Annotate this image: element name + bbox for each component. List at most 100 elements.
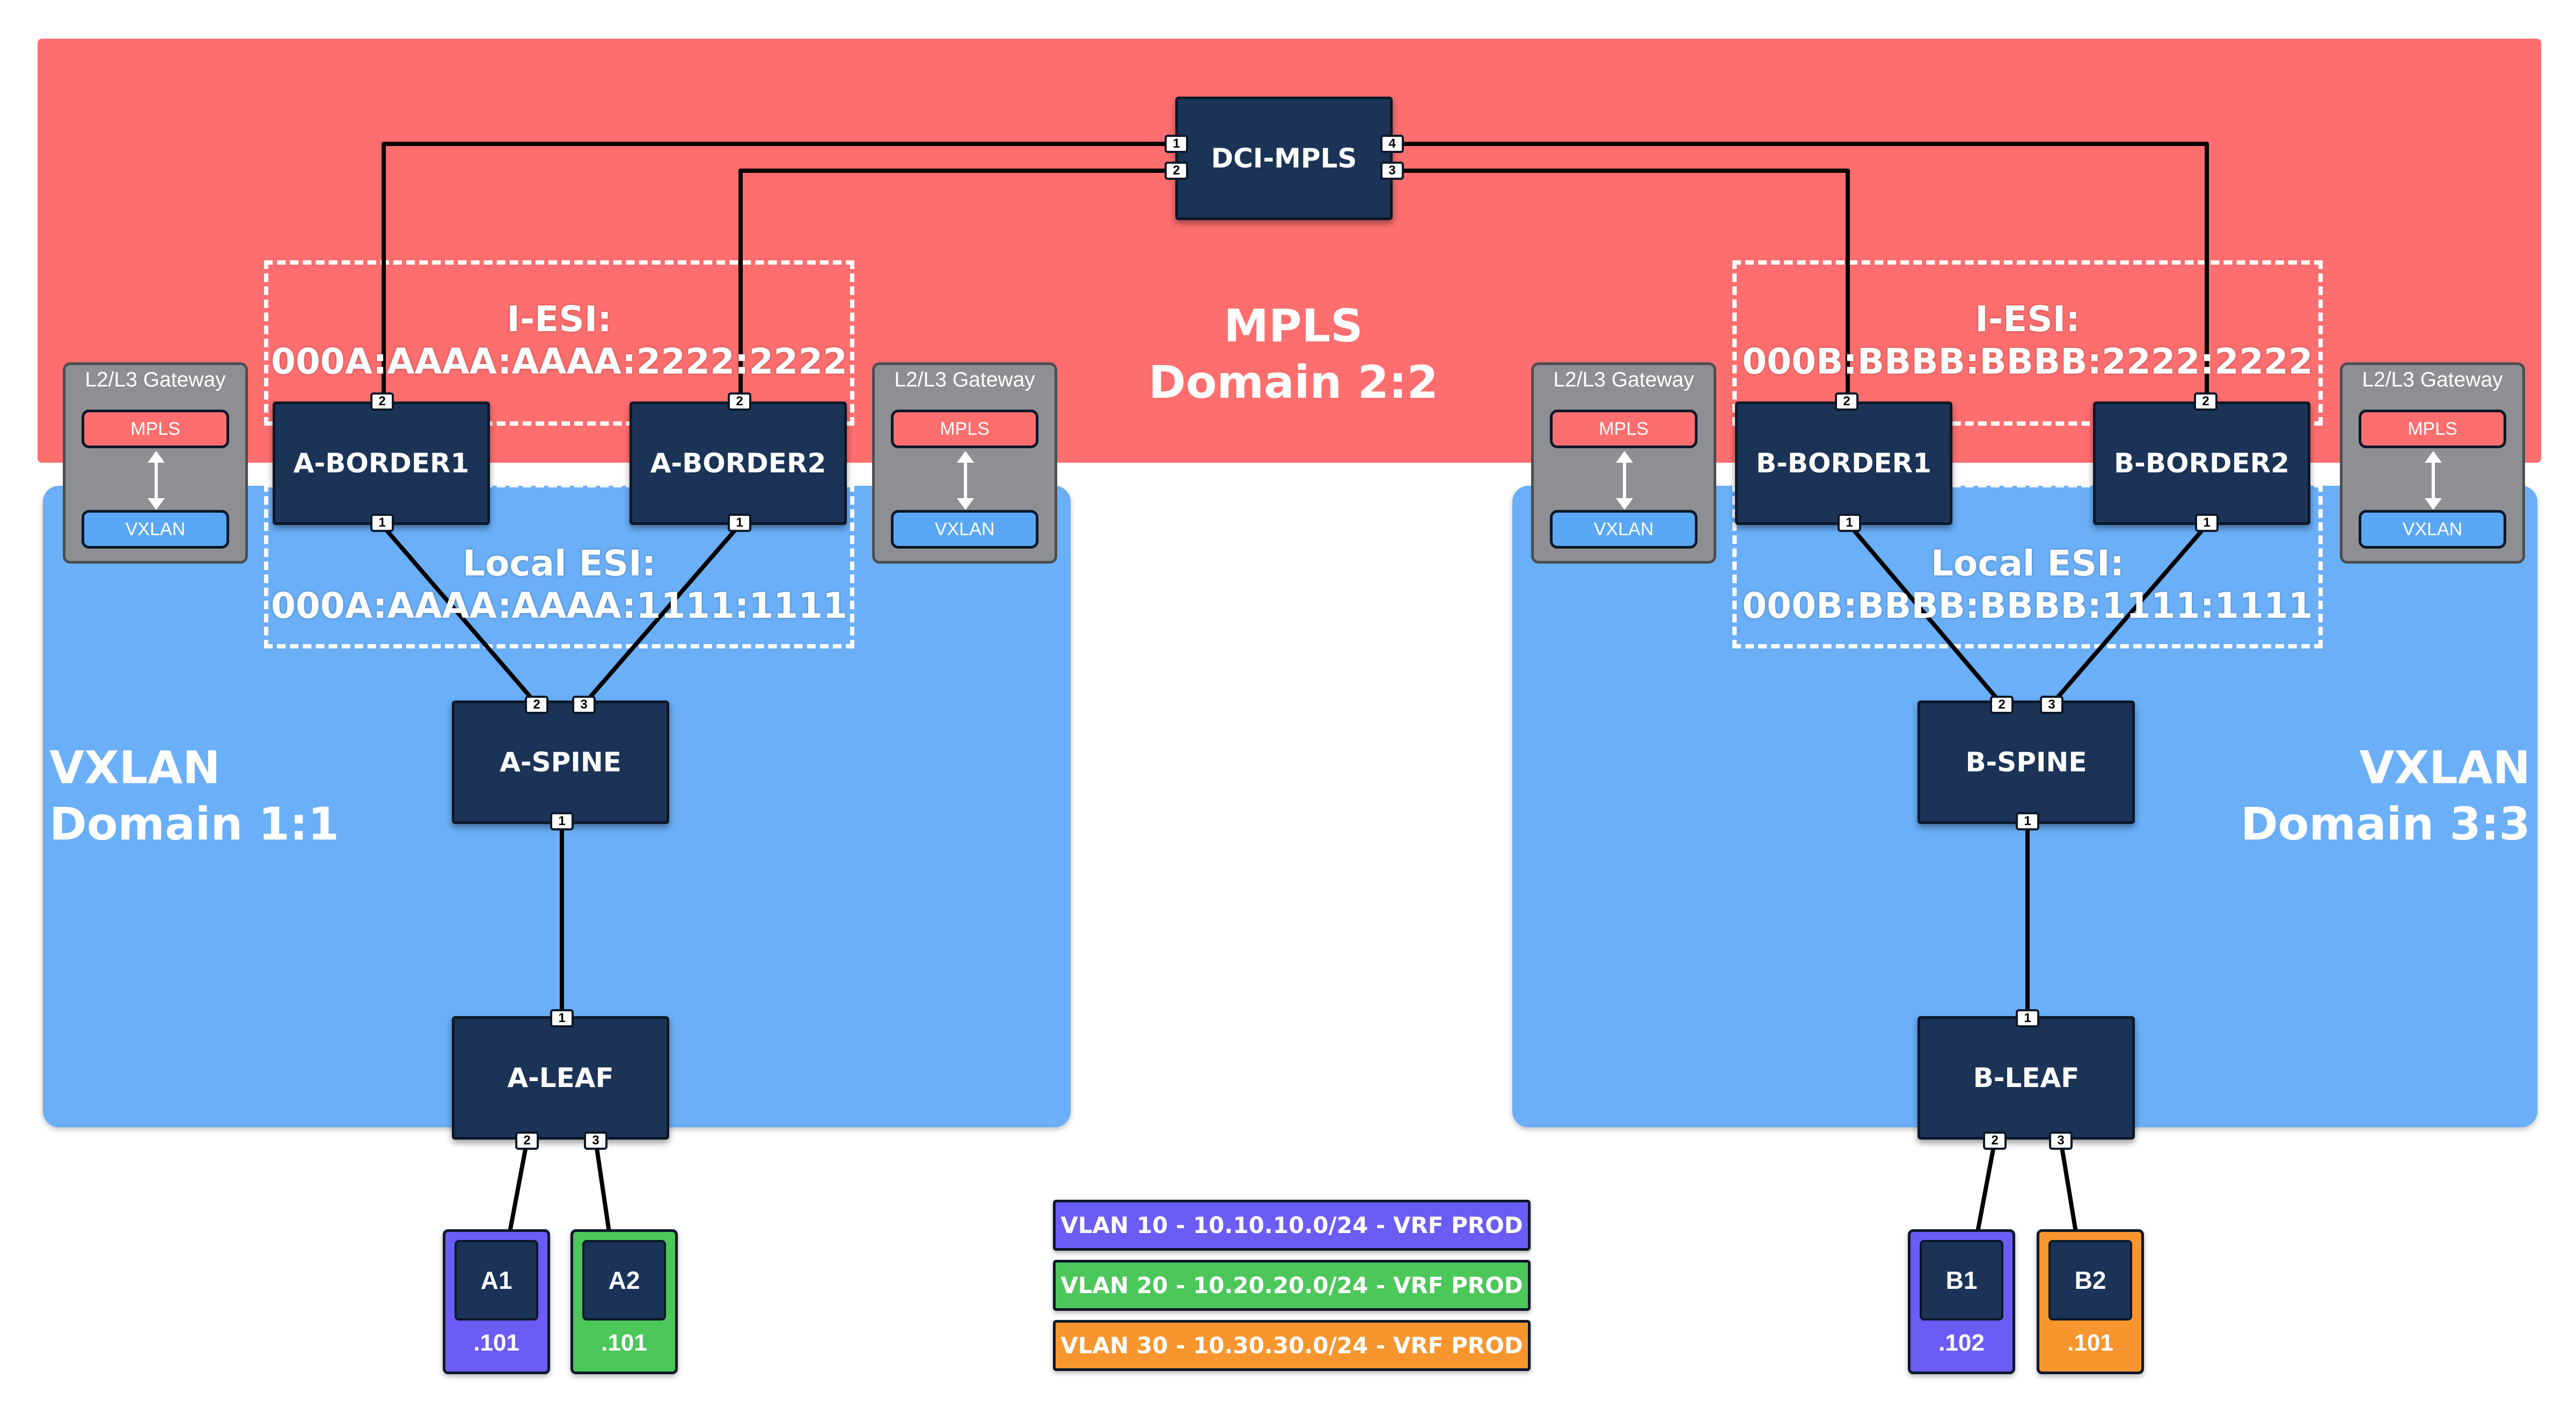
gateway-vxlan-pill: VXLAN xyxy=(2359,510,2506,549)
host-a2-ip: .101 xyxy=(601,1330,647,1356)
dci-port-4: 4 xyxy=(1380,135,1404,153)
a-local-esi-value: 000A:AAAA:AAAA:1111:1111 xyxy=(270,585,848,627)
link-b-leaf-b1 xyxy=(1975,1140,1997,1232)
host-b1[interactable]: B1 .102 xyxy=(1908,1229,2015,1374)
vxlan-b-domain-label: VXLAN Domain 3:3 xyxy=(2147,740,2530,852)
gateway-title: L2/L3 Gateway xyxy=(85,368,226,391)
b-iesi-label: I-ESI: xyxy=(1975,298,2080,340)
b-border1-port-down: 1 xyxy=(1838,514,1861,532)
gateway-title: L2/L3 Gateway xyxy=(1553,368,1694,391)
link-a-leaf-a2 xyxy=(594,1140,611,1232)
b-border2-port-up: 2 xyxy=(2194,392,2218,411)
host-b2-ip: .101 xyxy=(2067,1330,2113,1356)
mpls-domain-line2: Domain 2:2 xyxy=(1148,356,1438,408)
link-a-leaf-a1 xyxy=(508,1140,529,1232)
gateway-title: L2/L3 Gateway xyxy=(894,368,1035,391)
b-spine-port-2: 2 xyxy=(1990,696,2014,714)
link-b-leaf-b2 xyxy=(2059,1140,2078,1232)
b-local-esi-label: Local ESI: xyxy=(1930,543,2125,584)
b-leaf-node[interactable]: B-LEAF xyxy=(1918,1016,2135,1140)
a-iesi-text: I-ESI: 000A:AAAA:AAAA:2222:2222 xyxy=(264,298,854,383)
host-b1-name: B1 xyxy=(1920,1240,2003,1321)
double-arrow-icon xyxy=(957,451,974,510)
double-arrow-icon xyxy=(1616,451,1633,510)
b-local-esi-text: Local ESI: 000B:BBBB:BBBB:1111:1111 xyxy=(1732,542,2323,627)
b-leaf-port-1: 1 xyxy=(2016,1009,2039,1027)
vxlan-a-line1: VXLAN xyxy=(49,741,221,794)
a-border1-node[interactable]: A-BORDER1 xyxy=(273,402,490,525)
host-a1[interactable]: A1 .101 xyxy=(443,1229,550,1374)
host-b2-name: B2 xyxy=(2048,1240,2132,1321)
gateway-mpls-pill: MPLS xyxy=(891,410,1038,448)
gateway-vxlan-pill: VXLAN xyxy=(891,510,1038,549)
a-spine-port-3: 3 xyxy=(572,696,596,714)
gateway-mpls-pill: MPLS xyxy=(82,410,229,448)
b-border1-node[interactable]: B-BORDER1 xyxy=(1735,402,1952,525)
dci-mpls-node[interactable]: DCI-MPLS xyxy=(1175,97,1393,220)
a-border2-node[interactable]: A-BORDER2 xyxy=(630,402,847,525)
host-a1-name: A1 xyxy=(455,1240,538,1321)
link-dci-p3-b-border1 xyxy=(1391,169,1850,404)
a-iesi-value: 000A:AAAA:AAAA:2222:2222 xyxy=(270,341,848,383)
b-border2-node[interactable]: B-BORDER2 xyxy=(2093,402,2310,525)
a-spine-node[interactable]: A-SPINE xyxy=(452,701,669,824)
gateway-vxlan-pill: VXLAN xyxy=(1550,510,1697,549)
vlan-20-legend: VLAN 20 - 10.20.20.0/24 - VRF PROD xyxy=(1053,1260,1531,1311)
mpls-domain-label: MPLS Domain 2:2 xyxy=(1106,298,1481,411)
host-a2-name: A2 xyxy=(582,1240,666,1321)
link-a-border1-a-spine xyxy=(380,523,539,706)
b-leaf-port-2: 2 xyxy=(1983,1132,2007,1150)
dci-port-3: 3 xyxy=(1380,162,1404,180)
gateway-vxlan-pill: VXLAN xyxy=(82,510,229,549)
gateway-box-3: L2/L3 Gateway MPLS VXLAN xyxy=(1531,362,1716,564)
mpls-domain-line1: MPLS xyxy=(1224,300,1363,352)
link-dci-p4-b-border2 xyxy=(1391,142,2209,404)
gateway-box-1: L2/L3 Gateway MPLS VXLAN xyxy=(63,362,248,564)
a-border1-port-down: 1 xyxy=(370,514,394,532)
link-a-border2-a-spine xyxy=(582,523,742,706)
dci-port-1: 1 xyxy=(1165,135,1188,153)
dci-port-2: 2 xyxy=(1165,162,1188,180)
a-local-esi-box xyxy=(264,483,854,648)
b-border1-port-up: 2 xyxy=(1835,392,1858,411)
host-b2[interactable]: B2 .101 xyxy=(2037,1229,2144,1374)
b-local-esi-box xyxy=(1732,483,2323,648)
vxlan-a-line2: Domain 1:1 xyxy=(49,798,339,850)
a-border2-port-up: 2 xyxy=(728,392,751,411)
b-border2-port-down: 1 xyxy=(2195,514,2219,532)
a-local-esi-label: Local ESI: xyxy=(462,543,656,584)
vxlan-b-line2: Domain 3:3 xyxy=(2241,798,2530,850)
double-arrow-icon xyxy=(148,451,165,510)
link-dci-p1-a-border1 xyxy=(382,142,1176,404)
gateway-box-2: L2/L3 Gateway MPLS VXLAN xyxy=(872,362,1057,564)
vxlan-a-domain-label: VXLAN Domain 1:1 xyxy=(49,740,339,852)
a-iesi-box xyxy=(264,260,854,426)
a-spine-port-2: 2 xyxy=(525,696,548,714)
a-iesi-label: I-ESI: xyxy=(507,298,612,340)
a-spine-port-1: 1 xyxy=(550,812,574,830)
a-leaf-port-3: 3 xyxy=(584,1132,608,1150)
host-b1-ip: .102 xyxy=(1938,1330,1985,1356)
a-local-esi-text: Local ESI: 000A:AAAA:AAAA:1111:1111 xyxy=(264,542,854,627)
b-iesi-box xyxy=(1732,260,2323,426)
host-a2[interactable]: A2 .101 xyxy=(570,1229,678,1374)
a-leaf-node[interactable]: A-LEAF xyxy=(452,1016,669,1140)
b-iesi-value: 000B:BBBB:BBBB:2222:2222 xyxy=(1742,341,2313,383)
b-spine-node[interactable]: B-SPINE xyxy=(1918,701,2135,824)
host-a1-ip: .101 xyxy=(473,1330,519,1356)
gateway-mpls-pill: MPLS xyxy=(2359,410,2506,448)
vxlan-b-line1: VXLAN xyxy=(2359,741,2530,794)
a-border1-port-up: 2 xyxy=(370,392,394,411)
a-border2-port-down: 1 xyxy=(728,514,751,532)
a-leaf-port-2: 2 xyxy=(515,1132,539,1150)
a-leaf-port-1: 1 xyxy=(550,1009,574,1027)
gateway-title: L2/L3 Gateway xyxy=(2362,368,2503,391)
gateway-box-4: L2/L3 Gateway MPLS VXLAN xyxy=(2340,362,2525,564)
b-iesi-text: I-ESI: 000B:BBBB:BBBB:2222:2222 xyxy=(1732,298,2323,383)
vlan-10-legend: VLAN 10 - 10.10.10.0/24 - VRF PROD xyxy=(1053,1200,1531,1251)
link-dci-p2-a-border2 xyxy=(738,169,1176,404)
link-b-border2-b-spine xyxy=(2050,523,2209,706)
vlan-30-legend: VLAN 30 - 10.30.30.0/24 - VRF PROD xyxy=(1053,1320,1531,1371)
b-spine-port-3: 3 xyxy=(2040,696,2063,714)
